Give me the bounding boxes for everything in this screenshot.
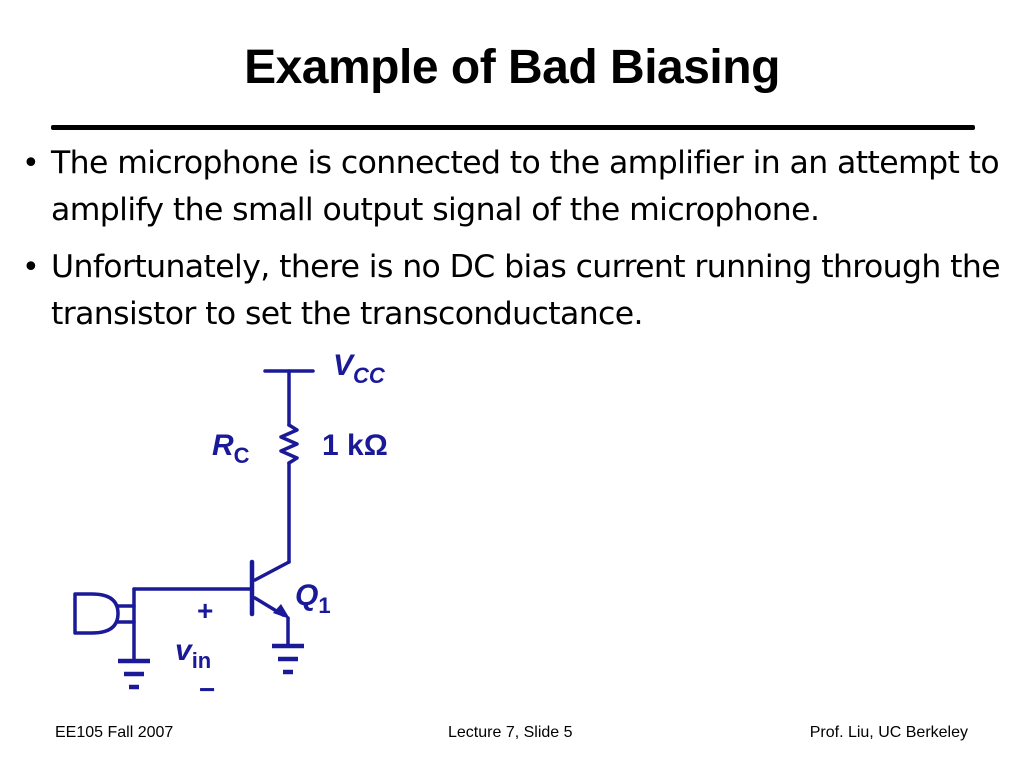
bullet-item: • The microphone is connected to the amp… bbox=[22, 140, 1022, 234]
circuit-diagram: VCC RC 1 kΩ Q1 + vin − bbox=[73, 349, 388, 705]
ground-icon bbox=[118, 658, 150, 690]
q1-label: Q1 bbox=[295, 579, 331, 618]
bullet-list: • The microphone is connected to the amp… bbox=[22, 140, 1022, 348]
resistor-rc bbox=[279, 423, 299, 465]
bullet-dot: • bbox=[22, 146, 40, 181]
footer-author: Prof. Liu, UC Berkeley bbox=[809, 724, 968, 741]
microphone-icon bbox=[73, 592, 120, 635]
bullet-text: Unfortunately, there is no DC bias curre… bbox=[51, 249, 1001, 332]
slide-title: Example of Bad Biasing bbox=[244, 41, 780, 94]
footer-course: EE105 Fall 2007 bbox=[55, 724, 174, 741]
footer-slide-number: Lecture 7, Slide 5 bbox=[448, 724, 573, 741]
collector-lead bbox=[253, 560, 291, 582]
bullet-item: • Unfortunately, there is no DC bias cur… bbox=[22, 244, 1022, 338]
vin-label: vin bbox=[175, 634, 211, 673]
rc-label: RC bbox=[212, 429, 250, 468]
plus-sign: + bbox=[197, 595, 213, 626]
title-divider bbox=[51, 125, 975, 130]
ground-icon bbox=[272, 643, 304, 675]
emitter-arrow bbox=[273, 604, 290, 619]
vcc-label: VCC bbox=[333, 349, 386, 388]
bullet-dot: • bbox=[22, 250, 40, 285]
bullet-text: The microphone is connected to the ampli… bbox=[51, 145, 1000, 228]
resistor-value: 1 kΩ bbox=[322, 429, 388, 462]
minus-sign: − bbox=[199, 674, 215, 705]
